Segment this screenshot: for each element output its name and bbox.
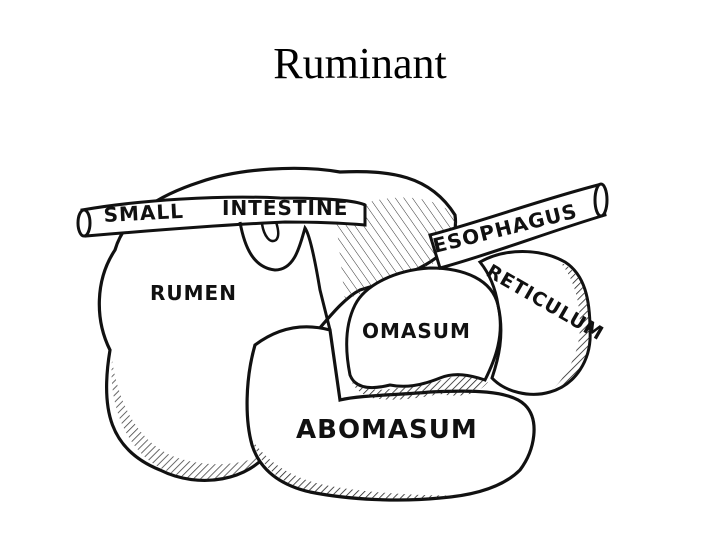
label-rumen: RUMEN [150, 281, 237, 305]
reticulum-shading [550, 262, 591, 392]
esophagus-opening [593, 182, 609, 218]
label-abomasum: ABOMASUM [296, 415, 478, 445]
omasum-shading [350, 372, 488, 400]
slide-title: Ruminant [273, 39, 447, 88]
rumen-shading [111, 360, 265, 480]
intestine-fold [260, 221, 280, 243]
label-small: SMALL [103, 199, 184, 227]
small-intestine-tube [80, 195, 367, 238]
label-omasum: OMASUM [362, 319, 471, 343]
abomasum-organ [245, 325, 536, 502]
intestine-loop [238, 221, 332, 331]
label-intestine: INTESTINE [222, 196, 348, 220]
abomasum-shading [252, 440, 470, 500]
small-intestine-opening [76, 208, 92, 238]
